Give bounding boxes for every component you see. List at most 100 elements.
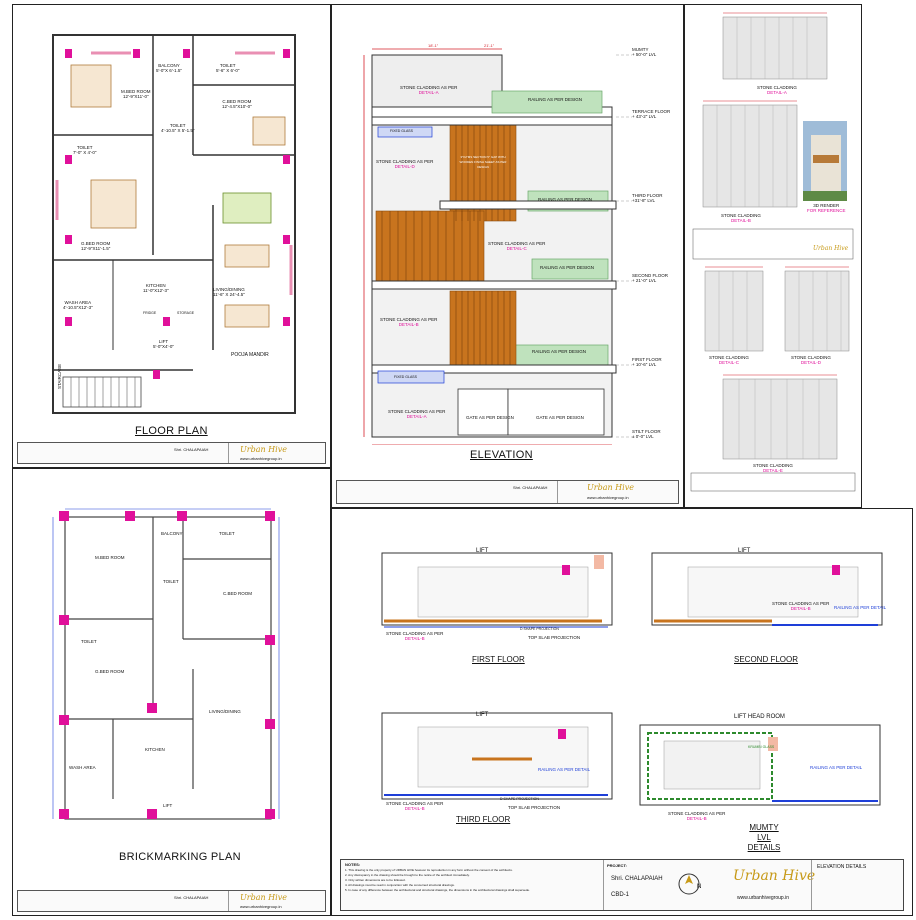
det-note-5: 5. In case of any difference between the… (345, 888, 530, 892)
elev-note-2: RAILING AS PER DESIGN (528, 97, 583, 102)
bm-room-mbed: M.BED ROOM (95, 555, 125, 560)
floor-plan-title-block: Shri. CHALAPAIAH Urban Hive www.urbanhiv… (17, 442, 326, 464)
bm-room-balcony: BALCONY (161, 531, 183, 536)
bm-room-living: LIVING/DINING (209, 709, 241, 714)
det-lift-1: LIFT (476, 548, 489, 554)
fp-tb-brand: Urban Hive (240, 445, 287, 454)
elev-tb-client: Shri. CHALAPAIAH (513, 485, 548, 490)
fp-room-pooja: POOJA MANDIR (231, 352, 269, 358)
elevation-sheet: 18'-1" 21'-1" MUMTY+ 50'-0" LVL TERRACE … (331, 4, 684, 508)
brickmarking-sheet: M.BED ROOM BALCONY TOILET TOILET C.BED R… (12, 468, 331, 916)
bm-room-gbed: G.BED ROOM (95, 669, 125, 674)
elev-note-3: FIXED GLASS (390, 129, 413, 133)
elev-note-6: RAILING AS PER DESIGN (538, 197, 593, 202)
details-drawing (381, 552, 883, 806)
elevation-title: ELEVATION (470, 449, 533, 461)
fp-storage: STORAGE (177, 311, 195, 315)
det-railing-2: RAILING AS PER DETAIL (834, 605, 887, 610)
elev-tb-brand: Urban Hive (587, 483, 634, 492)
fp-fridge: FRIDGE (143, 311, 157, 315)
elevation-title-block: Shri. CHALAPAIAH Urban Hive www.urbanhiv… (336, 480, 679, 504)
det-krumbi-glass: KRUMBI GLASS (748, 745, 775, 749)
det-project-name: Shri. CHALAPAIAH (611, 876, 663, 882)
det-caption-third: THIRD FLOOR (456, 815, 511, 824)
det-d-shape-3: D SHAPE PROJECTION (500, 797, 539, 801)
det-top-slab-1: TOP SLAB PROJECTION (528, 635, 581, 640)
elev-level-first: FIRST FLOOR+ 10'-6" LVL (632, 357, 662, 367)
elev-level-mumty: MUMTY+ 50'-0" LVL (632, 47, 657, 57)
bm-tb-website: www.urbanhivegroup.in (240, 904, 282, 909)
elev-note-13: GATE AS PER DESIGN (466, 415, 514, 420)
det-lift-3: LIFT (476, 712, 489, 718)
bm-room-wash: WASH AREA (69, 765, 96, 770)
elev-level-third: THIRD FLOOR+31'-8" LVL (632, 193, 663, 203)
fp-tb-website: www.urbanhivegroup.in (240, 456, 282, 461)
det-lift-head-room: LIFT HEAD ROOM (734, 714, 785, 720)
bm-room-cbed: C.BED ROOM (223, 591, 253, 596)
det-note-2: 2. Any discrepancy in the drawing should… (345, 873, 470, 877)
bm-room-toilet-1: TOILET (219, 531, 235, 536)
det-website: www.urbanhivegroup.in (737, 895, 789, 901)
fp-room-staircase: STAIRCASE (57, 363, 62, 389)
brickmarking-title: BRICKMARKING PLAN (119, 851, 241, 863)
det-railing-mumty: RAILING AS PER DETAIL (810, 765, 863, 770)
elev-note-10: RAILING AS PER DESIGN (532, 349, 587, 354)
det-top-slab-3: TOP SLAB PROJECTION (508, 805, 561, 810)
det-project-label: PROJECT: (607, 863, 627, 868)
det-caption-mumty: MUMTY LVL DETAILS (747, 823, 781, 852)
bm-tb-client: Shri. CHALAPAIAH (174, 895, 209, 900)
det-drawing-no: CBD-1 (611, 892, 630, 898)
brickmarking-title-block: Shri. CHALAPAIAH Urban Hive www.urbanhiv… (17, 890, 326, 912)
elev-note-11: FIXED GLASS (394, 375, 417, 379)
elev-tb-website: www.urbanhivegroup.in (587, 495, 629, 500)
det-note-1: 1. This drawing is the only property of … (345, 868, 513, 872)
elev-level-second: SECOND FLOOR+ 21'-0" LVL (632, 273, 669, 283)
elev-top-dim-1: 18'-1" (428, 43, 439, 48)
clad-tb-brand: Urban Hive (813, 245, 849, 252)
fp-tb-client: Shri. CHALAPAIAH (174, 447, 209, 452)
det-sheet-title: ELEVATION DETAILS (817, 864, 867, 870)
det-note-3: 3. Only written dimensions are to be fol… (345, 878, 406, 882)
elev-top-dim-2: 21'-1" (484, 43, 495, 48)
elevation-drawing (363, 48, 632, 445)
bm-tb-brand: Urban Hive (240, 893, 287, 902)
det-notes-title: NOTES: (345, 862, 361, 867)
floor-plan-drawing (52, 34, 296, 414)
bm-room-toilet-2: TOILET (163, 579, 179, 584)
det-caption-second: SECOND FLOOR (734, 655, 799, 664)
floor-plan-title: FLOOR PLAN (135, 425, 208, 437)
elev-note-5: 3"X2"MS SECTION 5" GAP WITH WOODEN FINIS… (459, 155, 507, 169)
det-brand: Urban Hive (733, 868, 816, 884)
bm-room-lift: LIFT (163, 803, 173, 808)
svg-text:N: N (697, 884, 701, 890)
elev-level-terrace: TERRACE FLOOR+ 43'-2" LVL (632, 109, 671, 119)
elev-level-stilt: STILT FLOOR± 0'-0" LVL (632, 429, 661, 439)
brickmarking-drawing (52, 508, 280, 820)
details-title-block: NOTES: 1. This drawing is the only prope… (340, 859, 904, 911)
